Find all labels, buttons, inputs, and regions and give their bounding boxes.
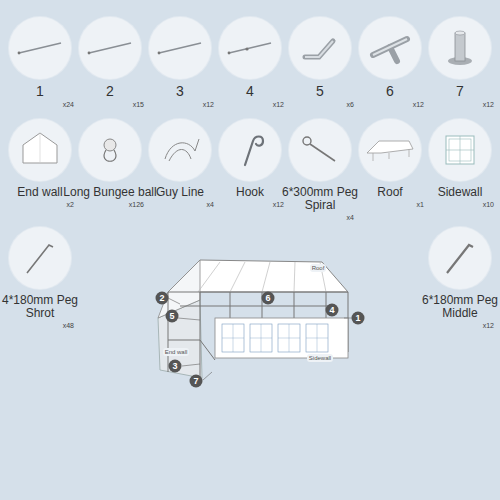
part-quantity: x24 [0, 100, 80, 109]
part-quantity: x15 [70, 100, 150, 109]
guy-line-part: Guy Linex4 [140, 119, 220, 209]
callout-number: 6 [262, 292, 275, 305]
hook-part: Hookx12 [210, 119, 290, 209]
middle-peg-part: 6*180mm Peg Middlex12 [420, 227, 500, 330]
part-circle [9, 119, 71, 181]
part-quantity: x12 [420, 321, 500, 330]
part-name: 1 [0, 84, 88, 99]
foot-plate: 7x12 [420, 17, 500, 109]
part-circle [289, 119, 351, 181]
callout-number: 2 [156, 292, 169, 305]
part-name: 6*180mm Peg Middle [412, 294, 500, 320]
roof-part: Roofx1 [350, 119, 430, 209]
callout-number: 3 [169, 360, 182, 373]
part-quantity: x4 [280, 213, 360, 222]
part-name: 5 [272, 84, 368, 99]
part-quantity: x4 [140, 200, 220, 209]
part-circle [79, 17, 141, 79]
part-circle [359, 119, 421, 181]
part-circle [359, 17, 421, 79]
part-circle [9, 227, 71, 289]
part-circle [9, 17, 71, 79]
part-name: 6 [342, 84, 438, 99]
callout-number: 7 [190, 375, 203, 388]
part-name: 3 [132, 84, 228, 99]
spiral-peg-part: 6*300mm Peg Spiralx4 [280, 119, 360, 222]
tee-connector: 6x12 [350, 17, 430, 109]
part-circle [429, 119, 491, 181]
part-quantity: x12 [420, 100, 500, 109]
part-name: 6*300mm Peg Spiral [272, 186, 368, 212]
part-circle [289, 17, 351, 79]
part-name: 7 [412, 84, 500, 99]
bungee-ball-part: Long Bungee ballx126 [70, 119, 150, 209]
part-quantity: x12 [210, 100, 290, 109]
callout-number: 5 [166, 310, 179, 323]
callout-number: 1 [352, 312, 365, 325]
part-circle [149, 119, 211, 181]
part-circle [219, 119, 281, 181]
part-circle [79, 119, 141, 181]
part-quantity: x1 [350, 200, 430, 209]
pole-part: 3x12 [140, 17, 220, 109]
tent-part-tag: Sidewall [307, 354, 333, 362]
part-circle [219, 17, 281, 79]
part-quantity: x48 [0, 321, 80, 330]
elbow-connector: 5x6 [280, 17, 360, 109]
part-name: Roof [342, 186, 438, 199]
part-name: 2 [62, 84, 158, 99]
tent-part-tag: End wall [163, 348, 190, 356]
part-quantity: x2 [0, 200, 80, 209]
part-quantity: x12 [350, 100, 430, 109]
part-quantity: x6 [280, 100, 360, 109]
part-quantity: x12 [140, 100, 220, 109]
part-quantity: x10 [420, 200, 500, 209]
tent-part-tag: Roof [310, 264, 327, 272]
part-name: 4*180mm Peg Shrot [0, 294, 88, 320]
short-peg-part: 4*180mm Peg Shrotx48 [0, 227, 80, 330]
part-circle [149, 17, 211, 79]
part-name: 4 [202, 84, 298, 99]
part-circle [429, 227, 491, 289]
part-circle [429, 17, 491, 79]
pole-part: 4x12 [210, 17, 290, 109]
part-quantity: x126 [70, 200, 150, 209]
pole-part: 1x24 [0, 17, 80, 109]
part-quantity: x12 [210, 200, 290, 209]
part-name: Long Bungee ball [62, 186, 158, 199]
sidewall-part: Sidewallx10 [420, 119, 500, 209]
pole-part: 2x15 [70, 17, 150, 109]
callout-number: 4 [326, 304, 339, 317]
part-name: Sidewall [412, 186, 500, 199]
part-name: Guy Line [132, 186, 228, 199]
